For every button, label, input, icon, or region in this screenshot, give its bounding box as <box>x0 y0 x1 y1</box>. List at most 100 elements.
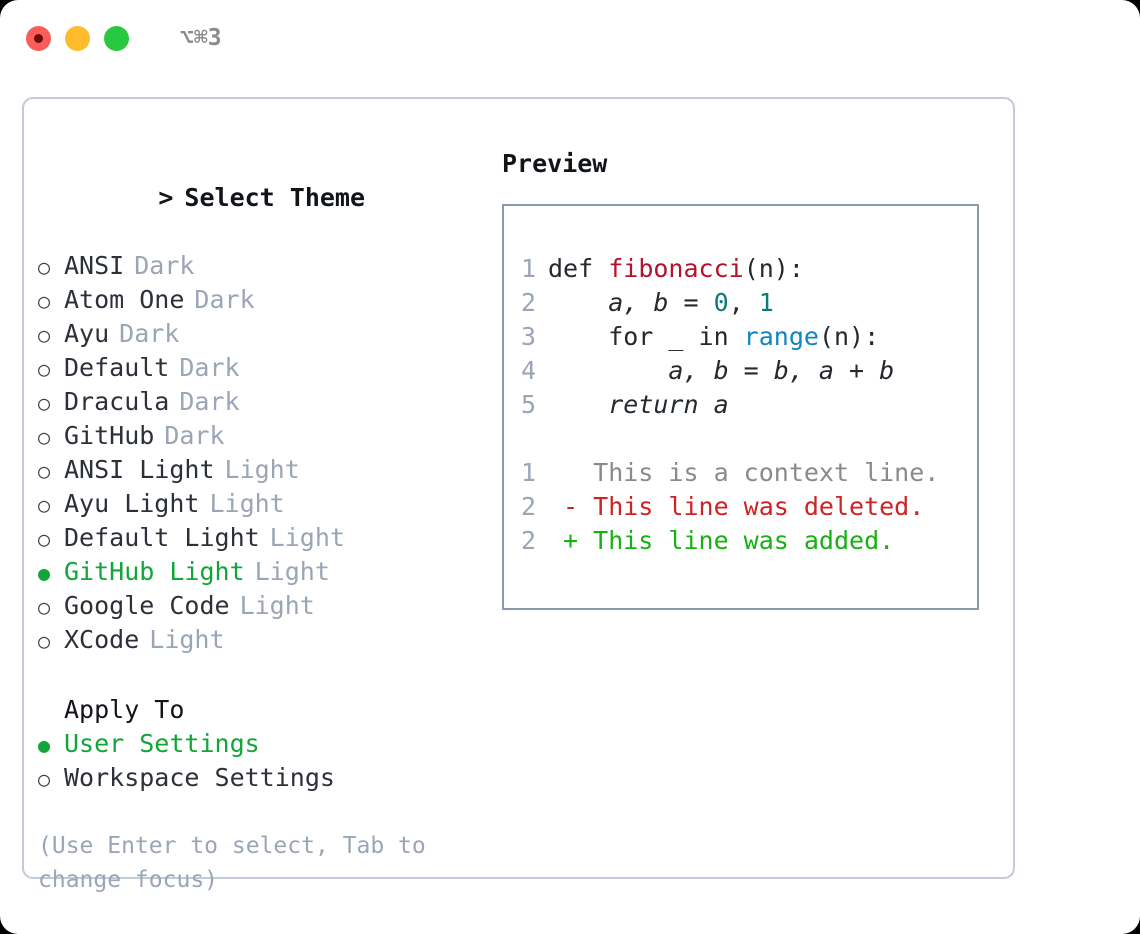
maximize-button-icon[interactable] <box>104 25 129 51</box>
theme-option-tag: Dark <box>119 319 180 348</box>
theme-option-label: Default <box>64 353 170 382</box>
window-titlebar: ⌥⌘3 <box>0 0 1140 76</box>
code-token: return a <box>548 390 729 419</box>
code-token: a, b = b, a + b <box>548 356 895 385</box>
theme-option-label: Dracula <box>64 387 170 416</box>
code-line: 5 return a <box>516 388 977 422</box>
theme-option-tag: Light <box>254 557 330 586</box>
code-token: range <box>743 322 819 351</box>
diff-text: This line was deleted. <box>593 492 925 521</box>
caret-icon: > <box>158 183 174 212</box>
select-theme-title: Select Theme <box>184 183 366 212</box>
theme-option-tag: Light <box>149 625 225 654</box>
apply-to-option-workspace-settings[interactable]: ○ Workspace Settings <box>38 761 508 795</box>
theme-option-label: ANSI Light <box>64 455 215 484</box>
apply-to-option-user-settings[interactable]: ● User Settings <box>38 727 508 761</box>
diff-sign: + <box>548 526 594 555</box>
code-token: for _ in <box>548 322 744 351</box>
theme-option-ayu-light[interactable]: ○ Ayu Light Light <box>38 487 508 521</box>
theme-option-tag: Dark <box>179 353 240 382</box>
theme-option-tag: Light <box>224 455 300 484</box>
code-token: (n): <box>818 322 880 351</box>
keyboard-shortcut-label: ⌥⌘3 <box>180 25 222 51</box>
theme-option-tag: Dark <box>164 421 225 450</box>
apply-to-header: Apply To <box>64 695 185 724</box>
diff-block: 1 This is a context line.2 - This line w… <box>516 456 977 558</box>
minimize-button-icon[interactable] <box>65 25 90 51</box>
code-line-content: a, b = 0, 1 <box>548 286 774 320</box>
code-line-content: def fibonacci(n): <box>548 252 804 286</box>
radio-selected-icon: ● <box>38 733 51 757</box>
theme-option-default[interactable]: ○ Default Dark <box>38 351 508 385</box>
theme-option-label: XCode <box>64 625 140 654</box>
theme-option-ayu[interactable]: ○ Ayu Dark <box>38 317 508 351</box>
diff-text: This line was added. <box>593 526 895 555</box>
theme-option-default-light[interactable]: ○ Default Light Light <box>38 521 508 555</box>
code-token: 0 <box>713 288 729 317</box>
radio-unselected-icon: ○ <box>38 357 51 381</box>
code-line-number: 4 <box>520 356 536 385</box>
theme-option-label: Google Code <box>64 591 230 620</box>
theme-option-label: Atom One <box>64 285 185 314</box>
diff-sign <box>548 456 593 490</box>
apply-to-option-label: Workspace Settings <box>64 763 335 792</box>
code-token: def <box>548 254 609 283</box>
apply-to-list: ● User Settings ○ Workspace Settings <box>38 727 508 795</box>
diff-line-del: 2 - This line was deleted. <box>516 490 977 524</box>
code-diff-separator <box>516 422 977 456</box>
diff-text: This is a context line. <box>593 458 940 487</box>
code-token: fibonacci <box>608 254 744 283</box>
radio-unselected-icon: ○ <box>38 767 51 791</box>
code-line-number: 2 <box>520 288 536 317</box>
apply-to-section: Apply To ● User Settings ○ Workspace Settin… <box>38 693 508 795</box>
theme-option-label: Ayu <box>64 319 110 348</box>
code-line-content: return a <box>548 388 729 422</box>
diff-line-number: 2 <box>520 492 536 521</box>
theme-option-github[interactable]: ○ GitHub Dark <box>38 419 508 453</box>
code-token: 1 <box>758 288 774 317</box>
code-line: 3 for _ in range(n): <box>516 320 977 354</box>
radio-unselected-icon: ○ <box>38 425 51 449</box>
radio-unselected-icon: ○ <box>38 323 51 347</box>
window-controls <box>26 25 129 51</box>
code-token: a, b = <box>548 288 714 317</box>
theme-option-github-light[interactable]: ● GitHub Light Light <box>38 555 508 589</box>
radio-unselected-icon: ○ <box>38 527 51 551</box>
code-line-content: for _ in range(n): <box>548 320 879 354</box>
theme-option-label: Default Light <box>64 523 260 552</box>
diff-line-number: 2 <box>520 526 536 555</box>
theme-option-tag: Light <box>209 489 285 518</box>
theme-option-tag: Dark <box>179 387 240 416</box>
code-line: 2 a, b = 0, 1 <box>516 286 977 320</box>
theme-option-label: GitHub <box>64 421 155 450</box>
theme-option-label: GitHub Light <box>64 557 245 586</box>
close-dot-core <box>34 33 43 43</box>
code-line: 4 a, b = b, a + b <box>516 354 977 388</box>
code-line-number: 5 <box>520 390 536 419</box>
keyboard-hint-text: (Use Enter to select, Tab to change focu… <box>38 833 440 893</box>
theme-option-tag: Light <box>239 591 315 620</box>
select-theme-header: > Select Theme <box>38 147 508 249</box>
apply-to-option-label: User Settings <box>64 729 260 758</box>
close-button-icon[interactable] <box>26 25 51 51</box>
diff-line-add: 2 + This line was added. <box>516 524 977 558</box>
code-line-number: 3 <box>520 322 536 351</box>
theme-option-tag: Dark <box>134 251 195 280</box>
code-line-content: a, b = b, a + b <box>548 354 894 388</box>
theme-option-label: Ayu Light <box>64 489 200 518</box>
theme-option-tag: Light <box>269 523 345 552</box>
radio-unselected-icon: ○ <box>38 493 51 517</box>
radio-selected-icon: ● <box>38 561 51 585</box>
